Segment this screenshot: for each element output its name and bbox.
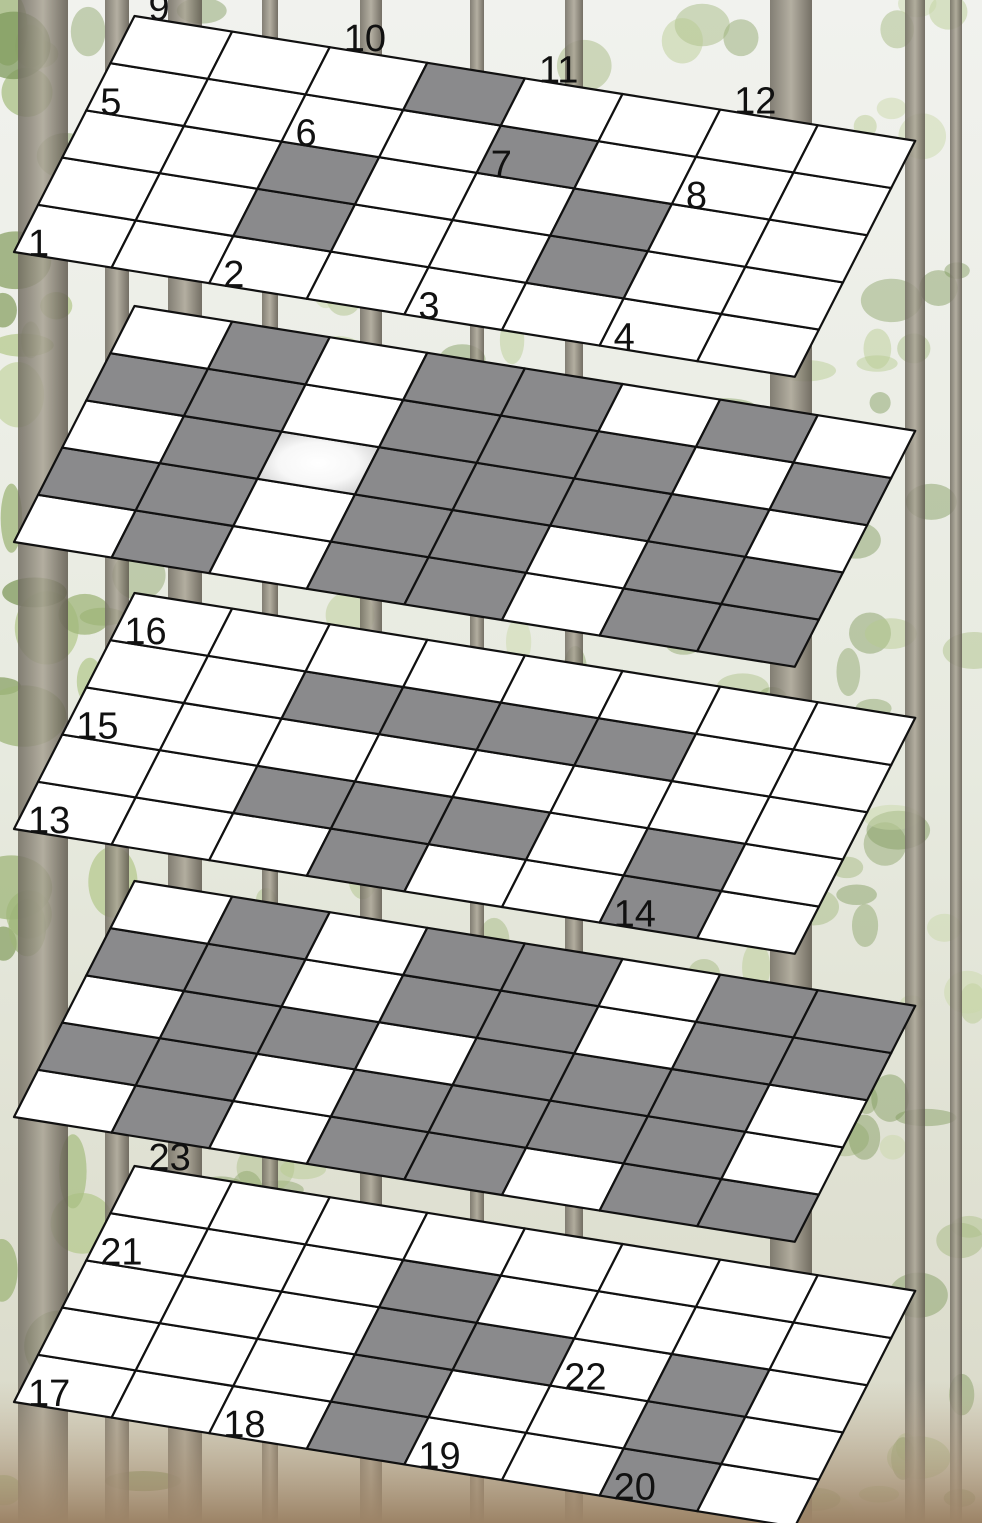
- cell-number-label: 5: [100, 81, 121, 123]
- leaf-cluster: [870, 392, 891, 414]
- cell-number-label: 14: [614, 894, 656, 936]
- leaf-cluster: [856, 355, 897, 371]
- cell-number-label: 1: [28, 223, 49, 265]
- tree-trunk: [950, 0, 962, 1523]
- cell-number-label: 7: [491, 144, 512, 186]
- cell-number-label: 4: [614, 317, 635, 359]
- leaf-cluster: [71, 7, 106, 56]
- cell-number-label: 10: [344, 18, 386, 60]
- cell-number-label: 13: [28, 800, 70, 842]
- cell-number-label: 15: [76, 706, 118, 748]
- leaf-cluster: [836, 648, 860, 696]
- cell-number-label: 3: [418, 285, 439, 327]
- cell-number-label: 16: [124, 611, 166, 653]
- cell-number-label: 9: [149, 0, 170, 29]
- cell-number-label: 19: [418, 1435, 460, 1477]
- cell-number-label: 18: [223, 1404, 265, 1446]
- cell-number-label: 22: [564, 1357, 606, 1399]
- cell-number-label: 6: [296, 113, 317, 155]
- cell-number-label: 8: [686, 175, 707, 217]
- cell-number-label: 12: [734, 81, 776, 123]
- cell-number-label: 23: [149, 1137, 191, 1179]
- leaf-cluster: [662, 18, 703, 63]
- cell-number-label: 17: [28, 1373, 70, 1415]
- leaf-cluster: [877, 98, 907, 120]
- cell-number-label: 20: [614, 1467, 656, 1509]
- leaf-cluster: [836, 884, 877, 905]
- leaf-cluster: [880, 1135, 906, 1160]
- cell-number-label: 2: [223, 254, 244, 296]
- leaf-cluster: [852, 904, 878, 947]
- cell-number-label: 21: [100, 1231, 142, 1273]
- leaf-cluster: [895, 1109, 956, 1126]
- cell-number-label: 11: [539, 49, 578, 91]
